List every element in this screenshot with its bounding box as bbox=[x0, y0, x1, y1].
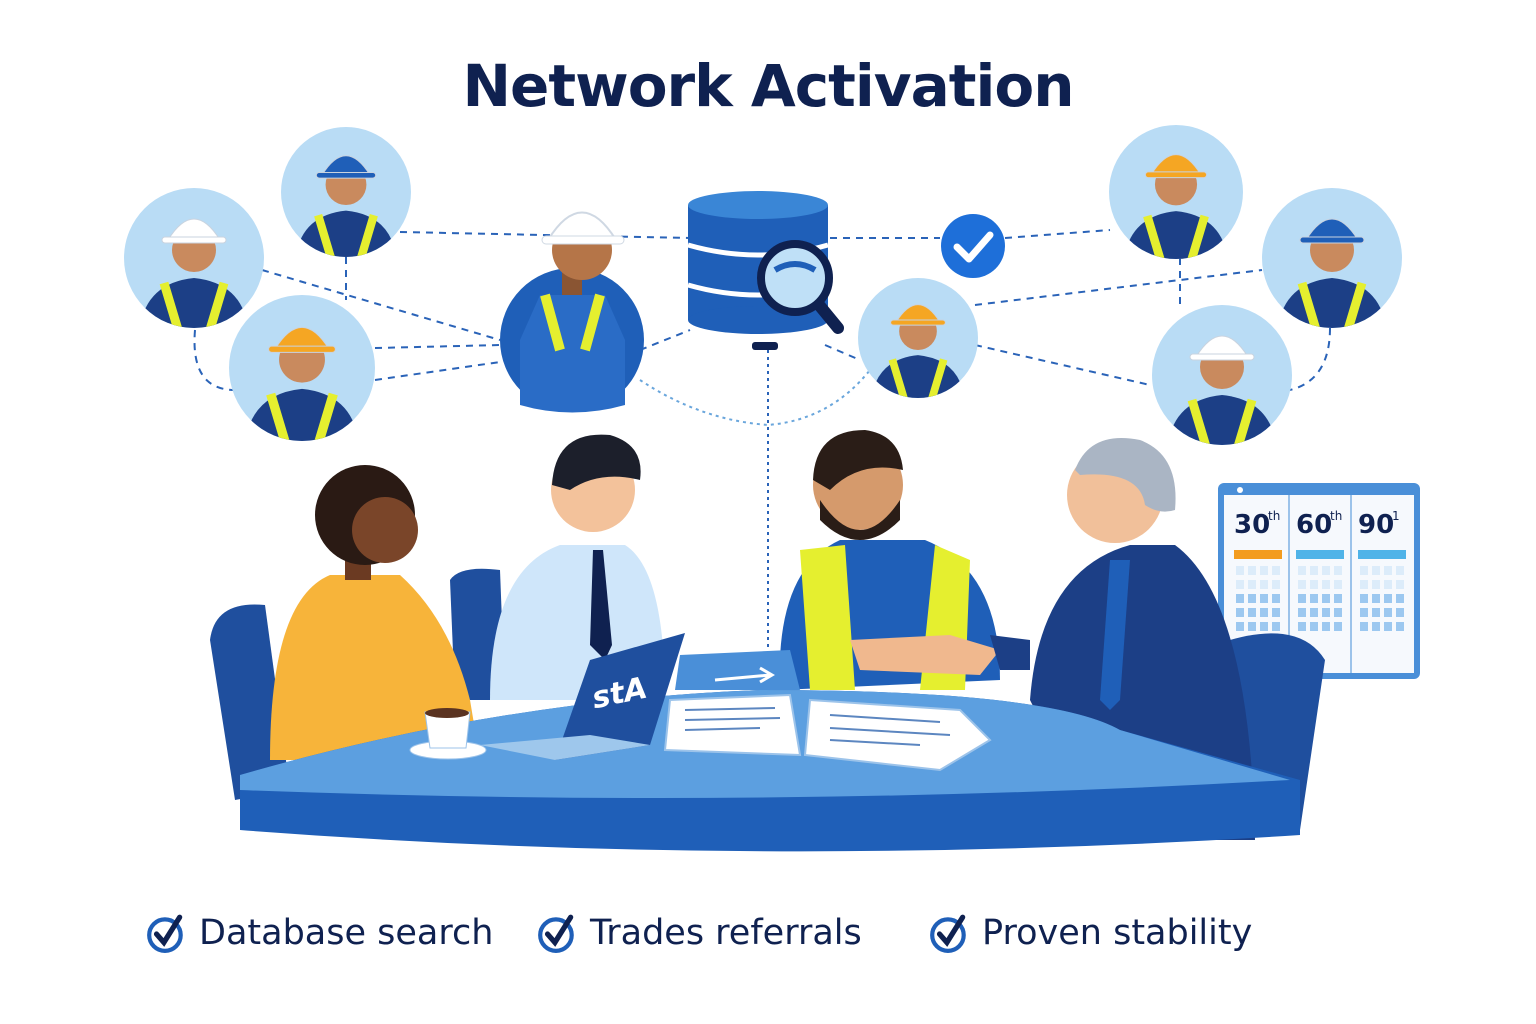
hard-hat-icon bbox=[1189, 335, 1255, 361]
hard-hat-icon bbox=[315, 155, 377, 179]
calendar-day-label: 90 bbox=[1358, 510, 1394, 540]
magnifier-icon bbox=[757, 240, 844, 334]
worker-center-large bbox=[500, 211, 644, 413]
hard-hat-icon bbox=[161, 218, 227, 244]
hard-hat-icon bbox=[268, 326, 336, 353]
page-title: Network Activation bbox=[462, 52, 1075, 120]
hard-hat-icon bbox=[890, 304, 946, 326]
laptop: stA bbox=[480, 633, 685, 760]
worker-avatars bbox=[124, 125, 1402, 445]
feature-label: Database search bbox=[199, 913, 494, 953]
calendar-day-suffix: th bbox=[1268, 509, 1280, 523]
hard-hat-icon bbox=[1299, 218, 1365, 244]
calendar-bar bbox=[1296, 550, 1344, 559]
network-lines bbox=[193, 229, 1331, 650]
worker-orange-helmet-3 bbox=[1109, 125, 1243, 259]
worker-white-helmet-1 bbox=[124, 188, 264, 328]
hard-hat-icon bbox=[1144, 154, 1208, 179]
feature-label: Trades referrals bbox=[590, 913, 862, 953]
feature-list: Database search Trades referrals Proven … bbox=[0, 912, 1536, 972]
coffee-cup-icon bbox=[409, 708, 487, 760]
feature-trades-referrals: Trades referrals bbox=[536, 912, 862, 954]
calendar-day-suffix: 1 bbox=[1392, 509, 1400, 523]
worker-blue-helmet-2 bbox=[1262, 188, 1402, 328]
worker-blue-helmet-1 bbox=[281, 127, 411, 257]
tablet-arrow bbox=[675, 650, 800, 690]
check-circle-icon bbox=[538, 914, 574, 953]
feature-label: Proven stability bbox=[982, 913, 1253, 953]
calendar-day-suffix: th bbox=[1330, 509, 1342, 523]
calendar-bar bbox=[1358, 550, 1406, 559]
calendar-bar bbox=[1234, 550, 1282, 559]
feature-proven-stability: Proven stability bbox=[928, 912, 1252, 954]
check-badge-icon bbox=[941, 214, 1005, 278]
worker-orange-helmet-1 bbox=[229, 295, 375, 441]
worker-orange-helmet-2 bbox=[858, 278, 978, 398]
worker-white-helmet-2 bbox=[1152, 305, 1292, 445]
calendar-day-label: 30 bbox=[1234, 510, 1270, 540]
check-circle-icon bbox=[930, 914, 966, 953]
chairs bbox=[210, 568, 1325, 830]
handshake bbox=[850, 635, 1030, 675]
documents bbox=[663, 693, 992, 772]
calendar-column: 901 bbox=[1358, 509, 1406, 631]
check-circle-icon bbox=[147, 914, 183, 953]
calendar-day-label: 60 bbox=[1296, 510, 1332, 540]
feature-database-search: Database search bbox=[145, 912, 493, 954]
